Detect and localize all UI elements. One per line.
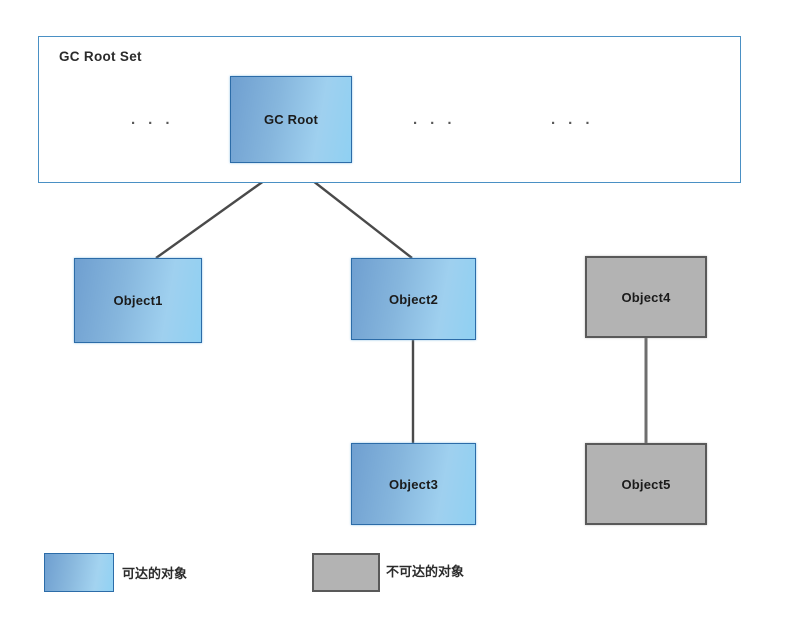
ellipsis-mid: · · ·	[413, 115, 457, 132]
gc-root-set-container: GC Root Set	[38, 36, 741, 183]
legend-label-reachable: 可达的对象	[122, 566, 188, 581]
gc-root-set-title: GC Root Set	[59, 49, 142, 64]
node-object3[interactable]: Object3	[351, 443, 476, 525]
legend-label-unreachable: 不可达的对象	[386, 564, 465, 579]
legend-swatch-reachable	[44, 553, 114, 592]
node-gc-root[interactable]: GC Root	[230, 76, 352, 163]
node-object4[interactable]: Object4	[585, 256, 707, 338]
node-object1[interactable]: Object1	[74, 258, 202, 343]
ellipsis-left: · · ·	[131, 115, 175, 132]
node-object2[interactable]: Object2	[351, 258, 476, 340]
legend-swatch-unreachable	[312, 553, 380, 592]
ellipsis-right: · · ·	[551, 115, 595, 132]
node-object5[interactable]: Object5	[585, 443, 707, 525]
